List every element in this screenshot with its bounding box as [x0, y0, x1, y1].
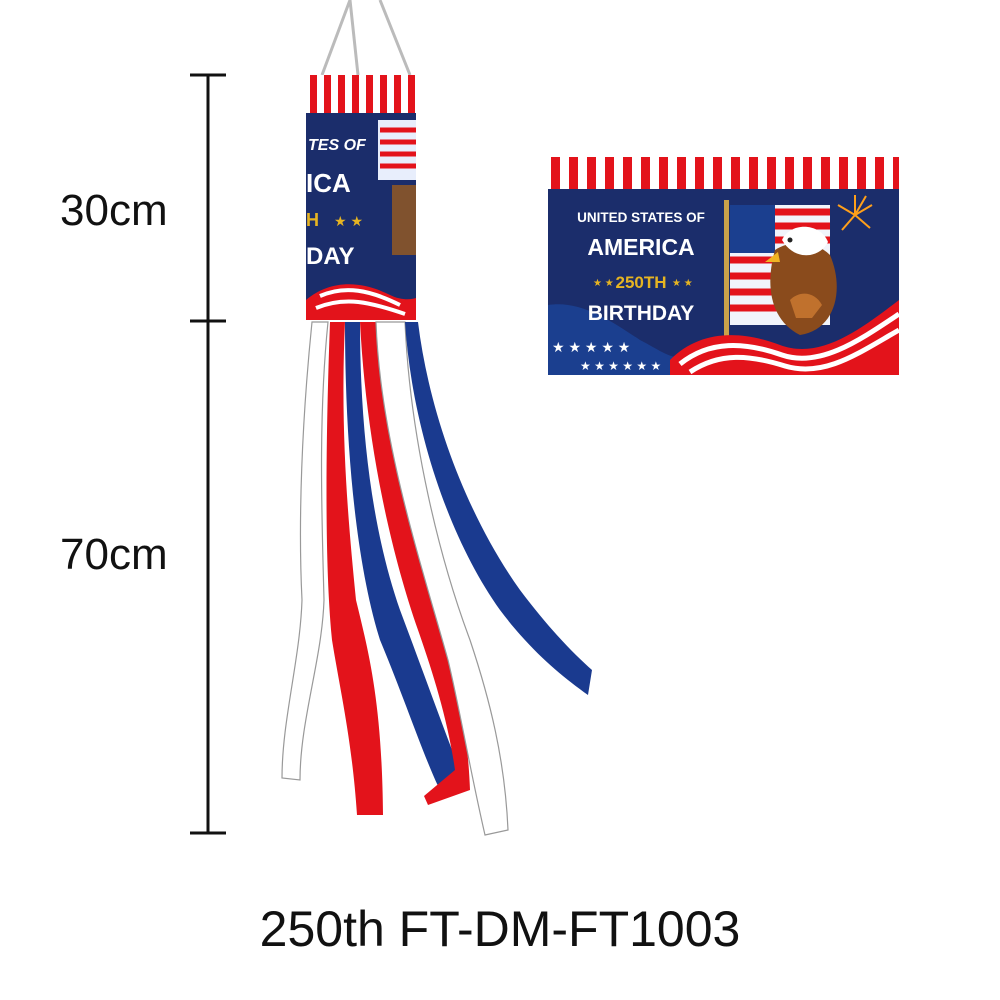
- streamer-red-2: [360, 322, 470, 805]
- product-caption: 250th FT-DM-FT1003: [259, 901, 741, 957]
- banner-stars-2: ★ ★ ★ ★ ★ ★: [580, 359, 661, 373]
- banner-title-line4: BIRTHDAY: [588, 302, 695, 325]
- dimension-label-30cm: 30cm: [60, 186, 168, 235]
- banner-stars: ★ ★ ★ ★ ★: [552, 339, 630, 355]
- banner-title-line3: 250TH: [615, 273, 666, 292]
- eagle-icon: [765, 226, 837, 335]
- sock-text-4: DAY: [306, 243, 354, 270]
- dimension-label-70cm: 70cm: [60, 530, 168, 579]
- streamer-blue-2: [405, 322, 592, 695]
- banner-stars-right: ★ ★: [672, 278, 693, 289]
- streamer-blue-1: [345, 322, 468, 790]
- streamer-white-2: [375, 321, 509, 836]
- sock-text-3: H: [306, 210, 319, 230]
- streamer-white-1: [281, 321, 329, 781]
- banner-title-line1: UNITED STATES OF: [577, 210, 705, 225]
- sock-text-2: ICA: [306, 168, 351, 198]
- banner-bottom-star-field: [548, 304, 690, 375]
- firework-icon: [837, 195, 873, 231]
- banner-stars-left: ★ ★: [593, 278, 614, 289]
- sock-top-stripes: [306, 75, 416, 113]
- sock-stars: ★ ★: [334, 213, 363, 229]
- sock-text-1: TES OF: [308, 137, 367, 154]
- banner-top-stripes: [548, 157, 899, 189]
- hanging-cord: [320, 0, 412, 76]
- streamer-red-1: [326, 322, 383, 815]
- banner-title-line2: AMERICA: [587, 234, 694, 260]
- banner-print: ★ ★ ★ ★ ★ ★ ★ ★ ★ ★ ★ UNITED STATES OF A…: [548, 157, 899, 375]
